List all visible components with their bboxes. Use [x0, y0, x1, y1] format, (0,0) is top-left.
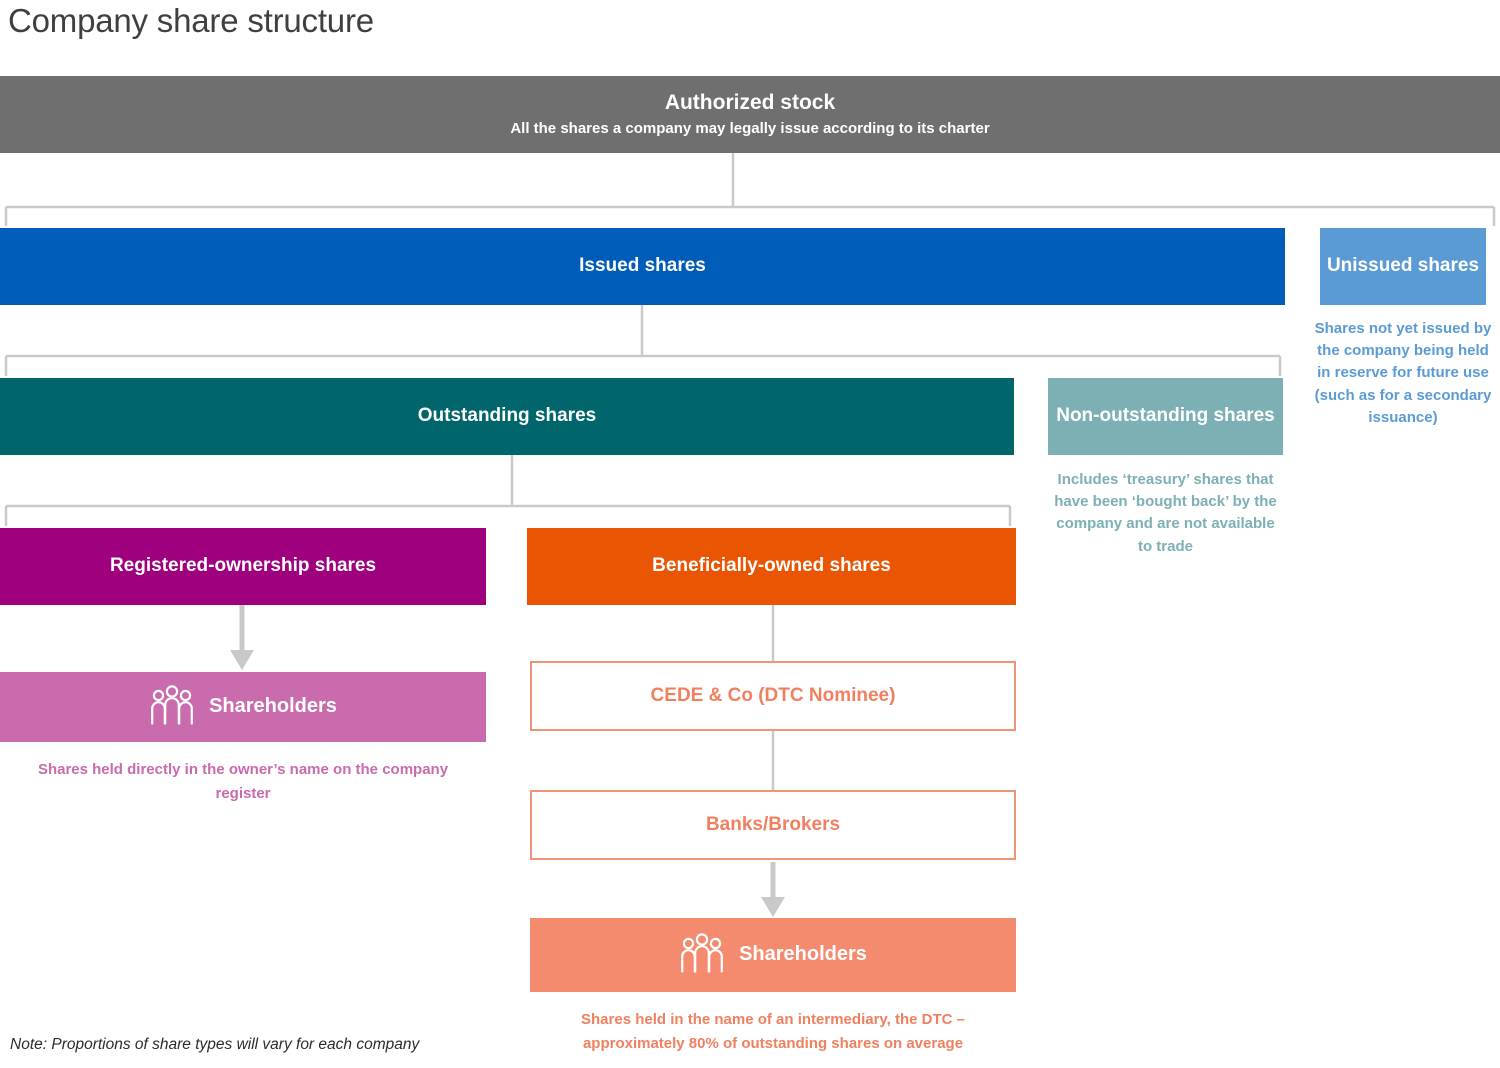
- node-outstanding-shares[interactable]: Outstanding shares: [0, 378, 1014, 455]
- registered-shareholders-title: Shareholders: [209, 695, 337, 718]
- node-beneficially-owned-shares[interactable]: Beneficially-owned shares: [527, 528, 1016, 605]
- node-issued-shares[interactable]: Issued shares: [0, 228, 1285, 305]
- arrow-banks-to-shareholders: [761, 862, 785, 917]
- cede-co-title: CEDE & Co (DTC Nominee): [650, 685, 896, 706]
- registered-ownership-shares-title: Registered-ownership shares: [109, 555, 377, 577]
- node-unissued-shares[interactable]: Unissued shares: [1320, 228, 1486, 305]
- node-registered-shareholders[interactable]: Shareholders: [0, 672, 486, 742]
- authorized-stock-title: Authorized stock: [664, 90, 836, 114]
- authorized-stock-subtitle: All the shares a company may legally iss…: [510, 120, 990, 138]
- beneficial-shareholders-title: Shareholders: [739, 943, 867, 966]
- unissued-shares-title: Unissued shares: [1326, 255, 1480, 277]
- node-non-outstanding-shares[interactable]: Non-outstanding shares: [1048, 378, 1283, 455]
- node-beneficial-shareholders[interactable]: Shareholders: [530, 918, 1016, 992]
- footnote-note: Note: Proportions of share types will va…: [10, 1036, 420, 1053]
- unissued-shares-caption: Shares not yet issued by the company bei…: [1314, 320, 1492, 426]
- people-group-icon: [149, 685, 195, 729]
- people-group-icon: [679, 933, 725, 977]
- node-registered-ownership-shares[interactable]: Registered-ownership shares: [0, 528, 486, 605]
- outstanding-shares-title: Outstanding shares: [417, 405, 597, 427]
- non-outstanding-shares-title: Non-outstanding shares: [1056, 405, 1275, 427]
- arrow-registered-to-shareholders: [230, 605, 254, 670]
- registered-shareholders-caption: Shares held directly in the owner’s name…: [37, 761, 449, 802]
- beneficial-shareholders-caption: Shares held in the name of an intermedia…: [581, 1011, 965, 1052]
- node-cede-co[interactable]: CEDE & Co (DTC Nominee): [530, 661, 1016, 731]
- non-outstanding-shares-caption: Includes ‘treasury’ shares that have bee…: [1054, 471, 1277, 555]
- banks-brokers-title: Banks/Brokers: [705, 814, 841, 835]
- beneficially-owned-shares-title: Beneficially-owned shares: [652, 555, 891, 577]
- node-authorized-stock[interactable]: Authorized stock All the shares a compan…: [0, 76, 1500, 153]
- issued-shares-title: Issued shares: [579, 255, 706, 277]
- node-banks-brokers[interactable]: Banks/Brokers: [530, 790, 1016, 860]
- page-title: Company share structure: [8, 2, 374, 39]
